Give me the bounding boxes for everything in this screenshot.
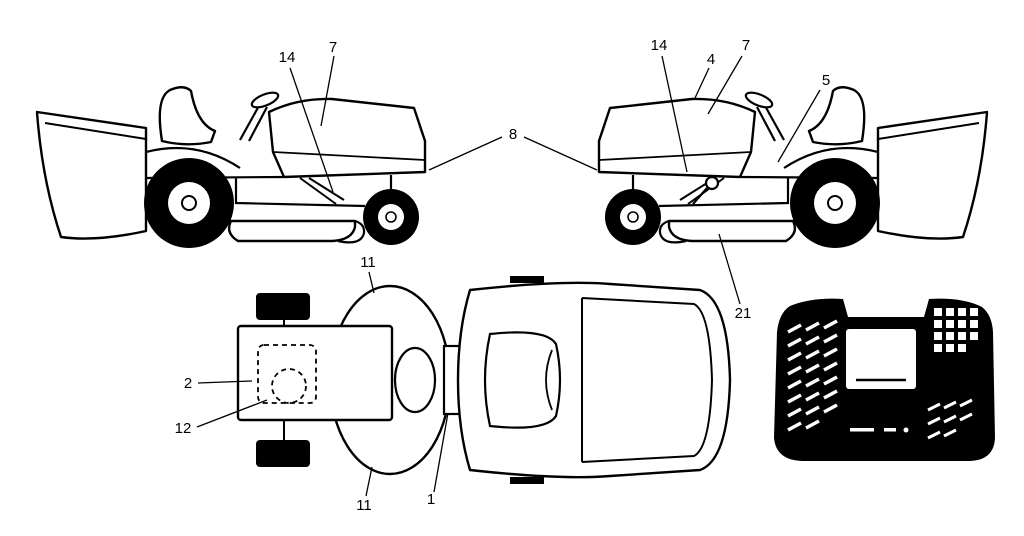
top-front-wheel-upper: [256, 293, 310, 320]
leader-5-right: [777, 89, 821, 163]
top-edge-tab-lower: [510, 477, 544, 484]
leader-11-upper: [368, 271, 375, 294]
leader-12: [196, 399, 268, 428]
leader-4-right: [694, 67, 710, 99]
callout-1: 1: [427, 491, 435, 508]
deck-lever-knob: [704, 175, 720, 191]
top-seat: [483, 331, 562, 429]
leader-8-to-right: [523, 136, 598, 171]
callout-12: 12: [175, 420, 192, 437]
leader-7-right: [707, 55, 743, 115]
decal-outline-dashed-rect: [257, 344, 317, 404]
leader-lines: [196, 55, 821, 497]
top-edge-tab-upper: [510, 276, 544, 283]
callout-2: 2: [184, 375, 192, 392]
panel-lower-right-slots: [927, 398, 973, 440]
callout-11-lower: 11: [356, 497, 372, 514]
tractor-side-view-left: [35, 86, 427, 250]
dash-panel-silhouette: [774, 298, 995, 461]
top-front-wheel-lower: [256, 440, 310, 467]
callout-14-left: 14: [279, 49, 296, 66]
callout-11-upper: 11: [360, 254, 376, 271]
decal-outline-dashed-circle: [271, 368, 307, 404]
tractor-side-view-right: [597, 86, 989, 250]
top-rear-inner-outline: [581, 297, 714, 463]
callout-7-left: 7: [329, 39, 337, 56]
deck-lever: [692, 175, 720, 205]
panel-bottom-dot: [903, 427, 909, 433]
top-hood: [236, 324, 394, 422]
callout-4-right: 4: [707, 51, 715, 68]
leader-21: [718, 233, 741, 305]
leader-7-left: [320, 55, 335, 127]
callout-labels: 14 7 8 14 4 7 5 21 11 11 2 12 1: [175, 37, 831, 514]
panel-grille-slots: [787, 319, 838, 432]
panel-bottom-mark-2: [884, 428, 896, 432]
leader-14-right: [661, 55, 688, 173]
leader-14-left: [289, 67, 334, 193]
leader-8-to-left: [428, 136, 503, 171]
callout-7-right: 7: [742, 37, 750, 54]
leader-2: [197, 380, 253, 384]
leader-1: [433, 412, 449, 493]
panel-bottom-mark-1: [850, 428, 874, 432]
panel-checker-cluster: [934, 308, 978, 352]
callout-14-right: 14: [651, 37, 668, 54]
deck-lever-handle: [692, 187, 708, 205]
callout-21: 21: [735, 305, 752, 322]
callout-5-right: 5: [822, 72, 830, 89]
tractor-top-view: [236, 276, 732, 484]
top-rear-body: [456, 281, 732, 479]
top-steering-opening: [393, 346, 437, 414]
panel-display-cutout: [846, 329, 916, 389]
top-seat-back-line: [545, 349, 553, 411]
leader-11-lower: [365, 466, 373, 497]
callout-8: 8: [509, 126, 517, 143]
